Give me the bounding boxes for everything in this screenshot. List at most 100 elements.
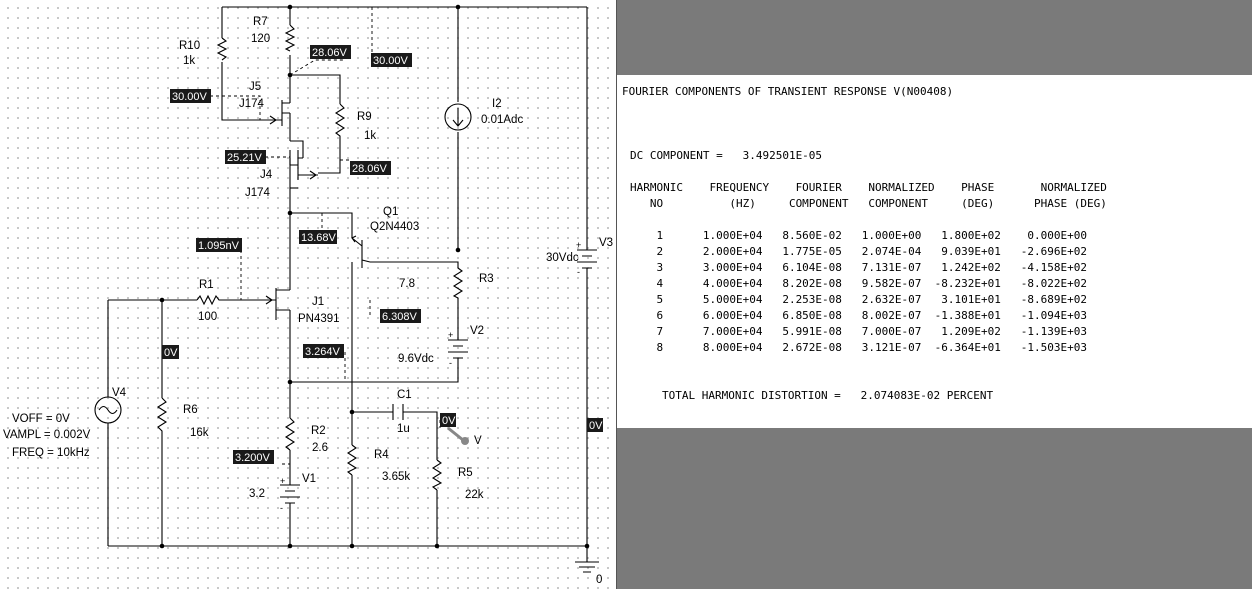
voltage-markers[interactable]	[162, 45, 603, 464]
table-row: 3 3.000E+04 6.104E-08 7.131E-07 1.242E+0…	[630, 261, 1087, 274]
marker-j4-left: 25.21V	[227, 152, 263, 164]
table-header-1: HARMONIC FREQUENCY FOURIER NORMALIZED PH…	[630, 181, 1107, 194]
r10-value: 1k	[183, 55, 195, 67]
table-row: 2 2.000E+04 1.775E-05 2.074E-04 9.039E+0…	[630, 245, 1087, 258]
r5-symbol	[431, 459, 443, 491]
j5-symbol	[221, 90, 290, 126]
v4-symbol	[94, 396, 122, 424]
j5-value: J174	[239, 98, 265, 110]
i2-value: 0.01Adc	[481, 114, 523, 126]
resistors[interactable]	[156, 24, 464, 491]
table-row: 5 5.000E+04 2.253E-08 2.632E-07 3.101E+0…	[630, 293, 1087, 306]
v1-name: V1	[302, 473, 316, 485]
r6-name: R6	[183, 404, 198, 416]
r3-value: 7.8	[399, 278, 415, 290]
output-title: FOURIER COMPONENTS OF TRANSIENT RESPONSE…	[622, 85, 954, 98]
r3-name: R3	[479, 273, 494, 285]
r1-symbol	[196, 294, 221, 306]
v1-minus: -	[280, 503, 283, 513]
dc-component-line: DC COMPONENT = 3.492501E-05	[630, 149, 823, 162]
marker-j1-source: 3.264V	[305, 346, 341, 358]
j1-name: J1	[312, 296, 324, 308]
r7-value: 120	[251, 33, 270, 45]
v3-symbol	[577, 246, 597, 272]
r7-symbol	[284, 24, 296, 52]
schematic-canvas[interactable]: 28.06V 30.00V 30.00V 25.21V 28.06V 13.68…	[0, 0, 617, 589]
r6-symbol	[156, 397, 168, 436]
r5-value: 22k	[465, 489, 484, 501]
r10-symbol	[216, 37, 228, 61]
table-row: 6 6.000E+04 6.850E-08 8.002E-07 -1.388E+…	[630, 309, 1087, 322]
r5-name: R5	[458, 467, 473, 479]
marker-output: 0V	[442, 415, 456, 427]
marker-j5-gate: 30.00V	[172, 91, 208, 103]
r2-value: 2.6	[312, 442, 328, 454]
q1-value: Q2N4403	[370, 221, 419, 233]
marker-r6-top: 0V	[164, 347, 178, 359]
table-row: 8 8.000E+04 2.672E-08 3.121E-07 -6.364E+…	[630, 341, 1087, 354]
r9-value: 1k	[364, 130, 376, 142]
r9-name: R9	[357, 111, 372, 123]
table-row: 7 7.000E+04 5.991E-08 7.000E-07 1.209E+0…	[630, 325, 1087, 338]
r7-name: R7	[253, 16, 268, 28]
r3-symbol	[452, 267, 464, 299]
ground-symbol	[575, 561, 599, 573]
marker-j1-gate: 1.095nV	[198, 240, 240, 252]
marker-v1-plus: 3.200V	[235, 452, 271, 464]
j4-name: J4	[260, 169, 273, 181]
marker-q1-base: 13.68V	[301, 232, 337, 244]
r4-name: R4	[374, 449, 389, 461]
r2-name: R2	[311, 425, 326, 437]
v3-minus: -	[577, 267, 580, 277]
r9-symbol	[334, 103, 346, 144]
r1-value: 100	[198, 311, 217, 323]
j4-symbol	[289, 150, 318, 189]
voltage-probe[interactable]	[447, 426, 469, 445]
v2-symbol	[448, 339, 468, 362]
r10-name: R10	[179, 40, 200, 52]
thd-line: TOTAL HARMONIC DISTORTION = 2.074083E-02…	[662, 389, 994, 402]
marker-top-rail: 30.00V	[373, 55, 409, 67]
fourier-output-window[interactable]: FOURIER COMPONENTS OF TRANSIENT RESPONSE…	[617, 75, 1252, 428]
schematic-diagram: 28.06V 30.00V 30.00V 25.21V 28.06V 13.68…	[3, 4, 613, 586]
ground-label: 0	[596, 574, 602, 586]
v3-value: 30Vdc	[546, 252, 579, 264]
j1-symbol	[265, 288, 290, 320]
v2-minus: -	[449, 358, 452, 368]
i2-symbol	[444, 103, 472, 131]
v1-symbol	[280, 484, 300, 505]
j4-value: J174	[245, 187, 271, 199]
v4-voff: VOFF = 0V	[12, 413, 70, 425]
i2-name: I2	[492, 98, 502, 110]
marker-v3-minus: 0V	[589, 420, 603, 432]
r6-value: 16k	[190, 427, 209, 439]
v2-name: V2	[470, 325, 484, 337]
voltage-marker-texts: 28.06V 30.00V 30.00V 25.21V 28.06V 13.68…	[164, 47, 603, 464]
v4-name: V4	[112, 387, 127, 399]
component-labels: R7 120 R10 1k J5 J174 R9 1k J4 J174 I2 0…	[3, 16, 613, 586]
r4-symbol	[346, 444, 358, 476]
transistors[interactable]	[221, 90, 371, 320]
sources[interactable]	[94, 103, 599, 573]
c1-symbol	[392, 404, 404, 420]
table-header-2: NO (HZ) COMPONENT COMPONENT (DEG) PHASE …	[630, 197, 1107, 210]
c1-value: 1u	[397, 423, 410, 435]
v4-vampl: VAMPL = 0.002V	[3, 429, 91, 441]
r4-value: 3.65k	[382, 471, 410, 483]
q1-symbol	[351, 235, 371, 268]
c1-name: C1	[397, 389, 412, 401]
r1-name: R1	[199, 279, 214, 291]
marker-j4-right: 28.06V	[352, 163, 388, 175]
wires	[107, 6, 588, 562]
marker-q1-collector: 6.308V	[382, 311, 418, 323]
v1-plus: +	[280, 476, 285, 486]
v3-plus: +	[576, 240, 581, 250]
probe-label: V	[474, 435, 482, 447]
marker-r7-r9: 28.06V	[312, 47, 348, 59]
table-row: 4 4.000E+04 8.202E-08 9.582E-07 -8.232E+…	[630, 277, 1087, 290]
marker-leads	[210, 7, 441, 465]
v4-freq: FREQ = 10kHz	[12, 447, 90, 459]
v1-value: 3.2	[249, 488, 265, 500]
table-row: 1 1.000E+04 8.560E-02 1.000E+00 1.800E+0…	[630, 229, 1087, 242]
q1-name: Q1	[383, 206, 398, 218]
